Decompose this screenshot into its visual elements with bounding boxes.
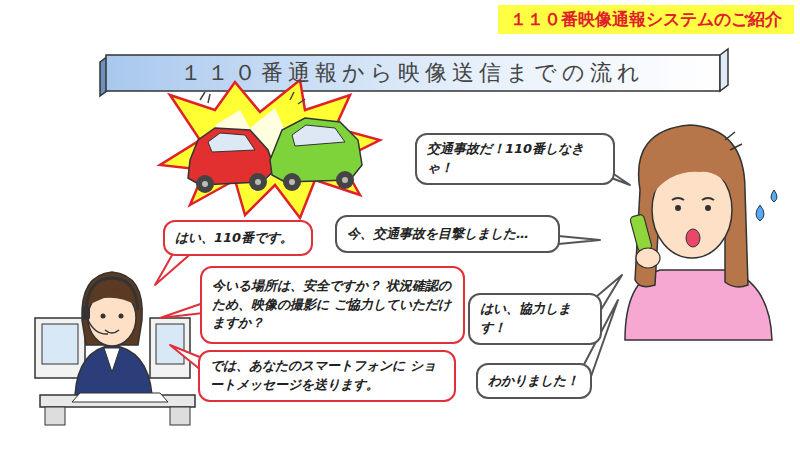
bubble-text-group: 今、交通事故を目撃しました… bbox=[347, 225, 529, 244]
title-banner bbox=[100, 49, 728, 96]
caller-speech-bubble: 交通事故だ！110番しなきゃ！ bbox=[415, 133, 615, 185]
operator-speech-bubble: 今いる場所は、安全ですか？ 状況確認のため、映像の撮影に ご協力していただけます… bbox=[200, 266, 465, 344]
operator-speech-bubble: はい、110番です。 bbox=[163, 220, 313, 256]
speech-text: わかりました！ bbox=[488, 372, 579, 391]
bubble-text-group: 交通事故だ！110番しなきゃ！ bbox=[427, 140, 603, 178]
header-label: １１０番映像通報システムのご紹介 bbox=[498, 5, 794, 34]
banner-title: １１０番通報から映像送信までの流れ bbox=[110, 57, 715, 89]
bubble-text-group: わかりました！ bbox=[488, 372, 579, 391]
operator-speech-bubble: では、あなたのスマートフォンに ショートメッセージを送ります。 bbox=[198, 350, 456, 402]
caller-speech-bubble: わかりました！ bbox=[476, 363, 592, 399]
speech-text: 今いる場所は、安全ですか？ 状況確認のため、映像の撮影に ご協力していただけます… bbox=[212, 277, 453, 334]
bubble-text-group: では、あなたのスマートフォンに ショートメッセージを送ります。 bbox=[210, 357, 444, 395]
speech-text: 交通事故だ！110番しなきゃ！ bbox=[427, 140, 603, 178]
woman-figure bbox=[625, 125, 777, 340]
bubble-text-group: はい、110番です。 bbox=[175, 229, 293, 248]
speech-text: 今、交通事故を目撃しました… bbox=[347, 225, 529, 244]
bubble-text-group: 今いる場所は、安全ですか？ 状況確認のため、映像の撮影に ご協力していただけます… bbox=[212, 277, 453, 334]
caller-speech-bubble: 今、交通事故を目撃しました… bbox=[335, 215, 560, 253]
speech-text: はい、110番です。 bbox=[175, 229, 293, 248]
speech-text: はい、協力します！ bbox=[480, 300, 590, 338]
caller-speech-bubble: はい、協力します！ bbox=[468, 293, 602, 345]
crash-illustration bbox=[160, 80, 380, 218]
bubble-text-group: はい、協力します！ bbox=[480, 300, 590, 338]
operator-figure bbox=[35, 272, 195, 425]
speech-text: では、あなたのスマートフォンに ショートメッセージを送ります。 bbox=[210, 357, 444, 395]
